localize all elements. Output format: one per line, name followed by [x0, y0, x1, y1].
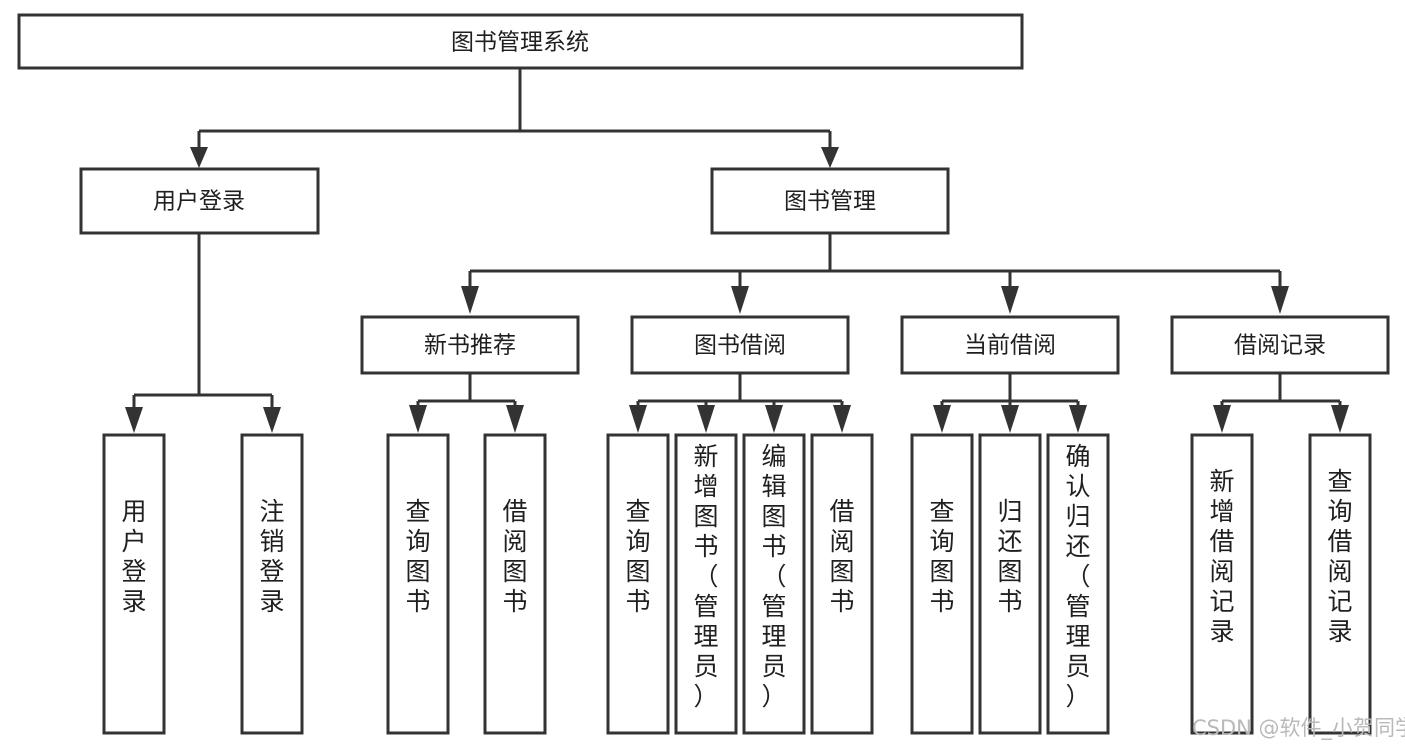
node-leaf-logout-box[interactable]	[240, 433, 304, 735]
arrowhead-borrow-record	[1271, 286, 1289, 314]
node-book-manage-box[interactable]	[710, 167, 950, 235]
node-new-book-rec-box[interactable]	[360, 315, 580, 375]
arrowhead-leaf-query-book-1	[409, 405, 427, 433]
node-leaf-query-record-box[interactable]	[1308, 433, 1372, 735]
node-book-borrow-label: 图书借阅	[694, 333, 786, 359]
node-new-book-rec[interactable]: 新书推荐	[360, 315, 580, 375]
arrowhead-leaf-add-record	[1213, 405, 1231, 433]
arrowhead-book-borrow	[731, 286, 749, 314]
node-leaf-query-book-3-box[interactable]	[910, 433, 974, 735]
node-leaf-add-record[interactable]: 新增借阅记录	[1190, 433, 1254, 735]
arrowhead-user-login	[190, 147, 208, 168]
node-leaf-borrow-book-2[interactable]: 借阅图书	[810, 433, 874, 735]
node-leaf-confirm-return-label: 确认归还（管理员）	[1065, 442, 1090, 711]
node-leaf-query-record-label: 查询借阅记录	[1327, 467, 1352, 646]
arrowhead-leaf-return-book	[1001, 405, 1019, 433]
node-borrow-record-label: 借阅记录	[1234, 333, 1326, 359]
node-leaf-query-book-2[interactable]: 查询图书	[606, 433, 670, 735]
node-leaf-borrow-book-2-box[interactable]	[810, 433, 874, 735]
node-leaf-add-record-box[interactable]	[1190, 433, 1254, 735]
node-current-borrow-label: 当前借阅	[964, 333, 1056, 359]
node-book-borrow-box[interactable]	[630, 315, 850, 375]
node-leaf-logout[interactable]: 注销登录	[240, 433, 304, 735]
node-leaf-borrow-book-2-label: 借阅图书	[829, 497, 854, 616]
node-root[interactable]: 图书管理系统	[17, 13, 1024, 70]
node-leaf-user-login-label: 用户登录	[121, 497, 146, 616]
node-leaf-add-book-box[interactable]	[674, 433, 738, 735]
arrowhead-leaf-edit-book	[765, 405, 783, 433]
node-book-manage[interactable]: 图书管理	[710, 167, 950, 235]
node-leaf-borrow-book-1-box[interactable]	[483, 433, 547, 735]
node-leaf-query-record[interactable]: 查询借阅记录	[1308, 433, 1372, 735]
node-current-borrow[interactable]: 当前借阅	[900, 315, 1120, 375]
node-leaf-return-book-label: 归还图书	[997, 497, 1022, 616]
node-leaf-logout-label: 注销登录	[259, 497, 284, 616]
node-leaf-query-book-1-label: 查询图书	[405, 497, 430, 616]
csdn-watermark: CSDN @软件_小贺同学	[1192, 716, 1405, 741]
node-leaf-return-book-box[interactable]	[978, 433, 1042, 735]
node-leaf-query-book-3-label: 查询图书	[929, 497, 954, 616]
node-book-borrow[interactable]: 图书借阅	[630, 315, 850, 375]
node-user-login-label: 用户登录	[153, 189, 245, 215]
arrowhead-new-book-rec	[461, 286, 479, 314]
arrowhead-leaf-query-record	[1331, 405, 1349, 433]
node-leaf-user-login-box[interactable]	[102, 433, 166, 735]
node-leaf-query-book-1[interactable]: 查询图书	[386, 433, 450, 735]
arrowhead-leaf-borrow-book-2	[833, 405, 851, 433]
node-leaf-edit-book[interactable]: 编辑图书（管理员）	[742, 433, 806, 735]
node-leaf-confirm-return[interactable]: 确认归还（管理员）	[1046, 433, 1110, 735]
node-new-book-rec-label: 新书推荐	[424, 333, 516, 359]
arrowhead-leaf-logout	[263, 407, 281, 433]
node-current-borrow-box[interactable]	[900, 315, 1120, 375]
node-leaf-edit-book-label: 编辑图书（管理员）	[761, 442, 786, 711]
node-leaf-borrow-book-1[interactable]: 借阅图书	[483, 433, 547, 735]
arrowhead-current-borrow	[1001, 286, 1019, 314]
node-leaf-query-book-1-box[interactable]	[386, 433, 450, 735]
node-user-login-box[interactable]	[79, 167, 320, 235]
node-leaf-add-book-label: 新增图书（管理员）	[693, 442, 718, 711]
node-borrow-record[interactable]: 借阅记录	[1170, 315, 1390, 375]
arrowhead-leaf-borrow-book-1	[506, 405, 524, 433]
node-root-label: 图书管理系统	[451, 30, 589, 56]
arrowhead-leaf-query-book-3	[933, 405, 951, 433]
arrowhead-leaf-confirm-return	[1069, 405, 1087, 433]
node-leaf-edit-book-box[interactable]	[742, 433, 806, 735]
node-leaf-confirm-return-box[interactable]	[1046, 433, 1110, 735]
node-user-login[interactable]: 用户登录	[79, 167, 320, 235]
arrowhead-leaf-add-book	[697, 405, 715, 433]
edge-layer	[125, 68, 1349, 433]
node-leaf-query-book-2-label: 查询图书	[625, 497, 650, 616]
node-leaf-return-book[interactable]: 归还图书	[978, 433, 1042, 735]
arrowhead-leaf-user-login	[125, 407, 143, 433]
node-borrow-record-box[interactable]	[1170, 315, 1390, 375]
node-book-manage-label: 图书管理	[784, 189, 876, 215]
node-leaf-add-book[interactable]: 新增图书（管理员）	[674, 433, 738, 735]
arrowhead-book-manage	[821, 147, 839, 168]
arrowhead-leaf-query-book-2	[629, 405, 647, 433]
node-leaf-add-record-label: 新增借阅记录	[1209, 467, 1234, 646]
node-leaf-borrow-book-1-label: 借阅图书	[502, 497, 527, 616]
node-leaf-query-book-2-box[interactable]	[606, 433, 670, 735]
node-leaf-user-login[interactable]: 用户登录	[102, 433, 166, 735]
node-leaf-query-book-3[interactable]: 查询图书	[910, 433, 974, 735]
node-root-box[interactable]	[17, 13, 1024, 70]
